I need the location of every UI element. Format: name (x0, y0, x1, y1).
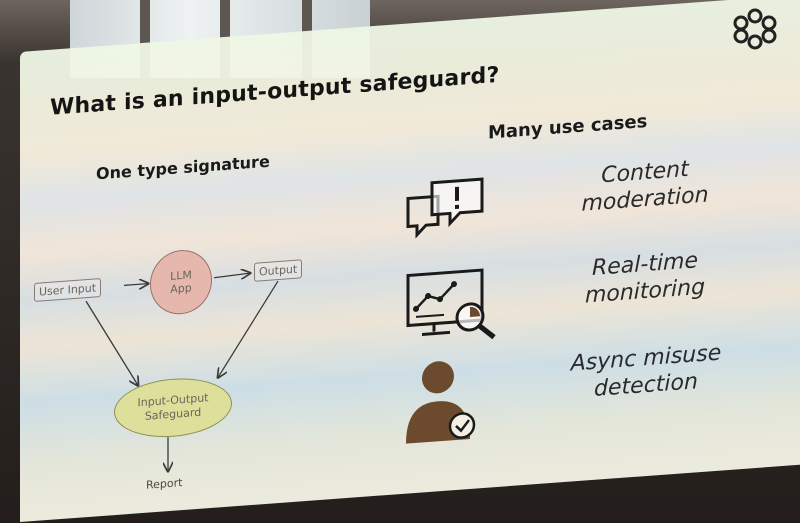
right-heading: Many use cases (488, 110, 648, 144)
diagram-arrows (85, 199, 279, 522)
usecase-realtime-monitoring: Real-time monitoring (584, 248, 706, 309)
left-heading: One type signature (96, 151, 270, 184)
window-mullion (140, 0, 150, 78)
user-check-icon (406, 361, 476, 444)
arrow-input-to-llm (124, 284, 148, 286)
output-box: Output (254, 259, 303, 282)
monitor-chart-magnifier-icon (406, 268, 496, 340)
usecase-content-moderation: Content moderation (581, 156, 709, 217)
arrow-input-to-safeguard (85, 300, 138, 389)
safeguard-diagram: User Input LLM App Output Input-Output S… (28, 199, 338, 522)
slide-title: What is an input-output safeguard? (50, 62, 500, 121)
arrow-output-to-safeguard (218, 280, 279, 377)
logo-icon (733, 8, 777, 50)
report-label: Report (146, 476, 183, 492)
arrow-llm-to-output (213, 273, 250, 278)
projected-slide: What is an input-output safeguard? One t… (20, 0, 800, 523)
usecase-async-misuse-detection: Async misuse detection (570, 340, 722, 402)
speech-bubbles-alert-icon (406, 177, 484, 239)
